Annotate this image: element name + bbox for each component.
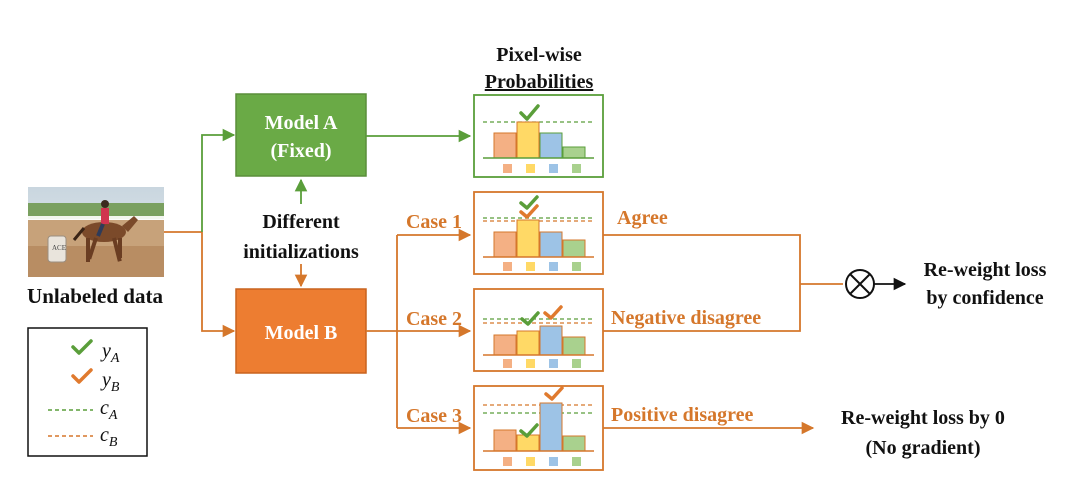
- probabilities-title-line2: Probabilities: [485, 71, 594, 93]
- merge-connector: [603, 234, 843, 332]
- bar-green: [562, 435, 586, 452]
- case-2-result: Negative disagree: [611, 307, 761, 329]
- orange-check-icon: [519, 204, 539, 219]
- bar-blue: [539, 231, 563, 258]
- orange-check-icon: [544, 386, 564, 401]
- model-a-label: Model A: [265, 112, 338, 134]
- initializations-annotation: Different initializations: [243, 178, 359, 288]
- svg-text:ACE: ACE: [52, 244, 66, 252]
- bar-orange: [493, 132, 517, 159]
- probabilities-title-line1: Pixel-wise: [496, 44, 582, 66]
- orange-check-icon: [71, 368, 93, 384]
- bar-yellow: [516, 219, 540, 258]
- legend-symbol-yb: yB: [100, 369, 120, 395]
- green-check-icon: [519, 423, 539, 438]
- model-b-branch-connector: [366, 228, 472, 435]
- bar-orange: [493, 429, 517, 452]
- bar-blue: [539, 325, 563, 356]
- input-label: Unlabeled data: [27, 284, 163, 308]
- input-image: ACE: [28, 187, 164, 277]
- case-3-result: Positive disagree: [611, 404, 754, 426]
- prob-panel-case-3: [473, 385, 604, 471]
- green-check-icon: [520, 311, 540, 326]
- prob-panel-model-a: [473, 94, 604, 178]
- bar-orange: [493, 231, 517, 258]
- case-1-label: Case 1: [406, 211, 462, 233]
- case-1-result: Agree: [617, 207, 668, 229]
- prob-panel-case-1: [473, 191, 604, 275]
- input-branch-connector: [164, 128, 236, 338]
- legend-symbol-cb: cB: [100, 424, 118, 450]
- bar-green: [562, 336, 586, 356]
- case-3-label: Case 3: [406, 405, 462, 427]
- init-line2: initializations: [243, 241, 359, 263]
- model-a-fixed-label: (Fixed): [270, 140, 331, 162]
- green-check-icon: [519, 195, 539, 210]
- model-a-box: Model A (Fixed): [235, 93, 367, 177]
- init-line1: Different: [262, 211, 340, 233]
- reweight-zero-line2: (No gradient): [866, 437, 981, 459]
- green-check-icon: [71, 339, 93, 355]
- model-b-box: Model B: [235, 288, 367, 374]
- legend-symbol-ca: cA: [100, 397, 118, 423]
- prob-panel-case-2: [473, 288, 604, 372]
- multiply-icon: [845, 269, 875, 299]
- bar-blue: [539, 402, 563, 452]
- bar-orange: [493, 334, 517, 356]
- bar-yellow: [516, 330, 540, 356]
- model-b-label: Model B: [265, 322, 338, 344]
- legend-symbol-ya: yA: [100, 340, 120, 366]
- orange-check-icon: [543, 305, 563, 320]
- bar-green: [562, 146, 586, 159]
- reweight-zero-line1: Re-weight loss by 0: [841, 407, 1005, 429]
- bar-blue: [539, 132, 563, 159]
- reweight-confidence-line1: Re-weight loss: [924, 259, 1047, 281]
- legend: yA yB cA cB: [27, 327, 148, 457]
- bar-yellow: [516, 121, 540, 159]
- green-check-icon: [519, 104, 540, 121]
- case-2-label: Case 2: [406, 308, 462, 330]
- reweight-confidence-line2: by confidence: [926, 287, 1043, 309]
- bar-green: [562, 239, 586, 258]
